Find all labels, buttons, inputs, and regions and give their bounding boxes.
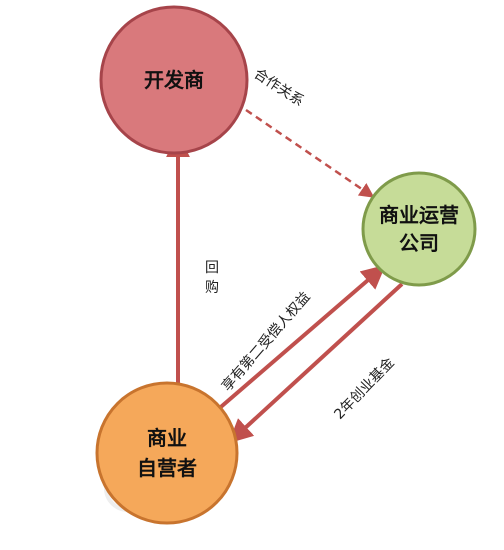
edge-cooperation-arrow — [245, 108, 375, 198]
node-operator-circle — [361, 171, 477, 287]
node-self-operator-label-line2: 自营者 — [137, 456, 197, 480]
node-self-operator-label-line1: 商业 — [147, 426, 187, 450]
edge-cooperation-label: 合作关系 — [251, 66, 307, 110]
node-developer-label: 开发商 — [144, 68, 204, 92]
node-developer-circle — [99, 5, 249, 155]
node-developer: 开发商 — [99, 5, 249, 155]
node-operator: 商业运营 公司 — [361, 171, 477, 287]
edge-buyback-label-line1: 回 — [205, 260, 219, 276]
edge-startup-fund-arrow — [228, 282, 404, 444]
node-operator-label-line1: 商业运营 — [379, 203, 459, 227]
edge-benefit-rights-arrow — [213, 264, 386, 414]
edge-startup-fund-label: 2年创业基金 — [331, 354, 398, 423]
node-self-operator: 商业 自营者 — [95, 381, 239, 525]
node-self-operator-circle — [95, 381, 239, 525]
edge-buyback-label-line2: 购 — [205, 280, 219, 296]
node-operator-label-line2: 公司 — [399, 231, 439, 255]
